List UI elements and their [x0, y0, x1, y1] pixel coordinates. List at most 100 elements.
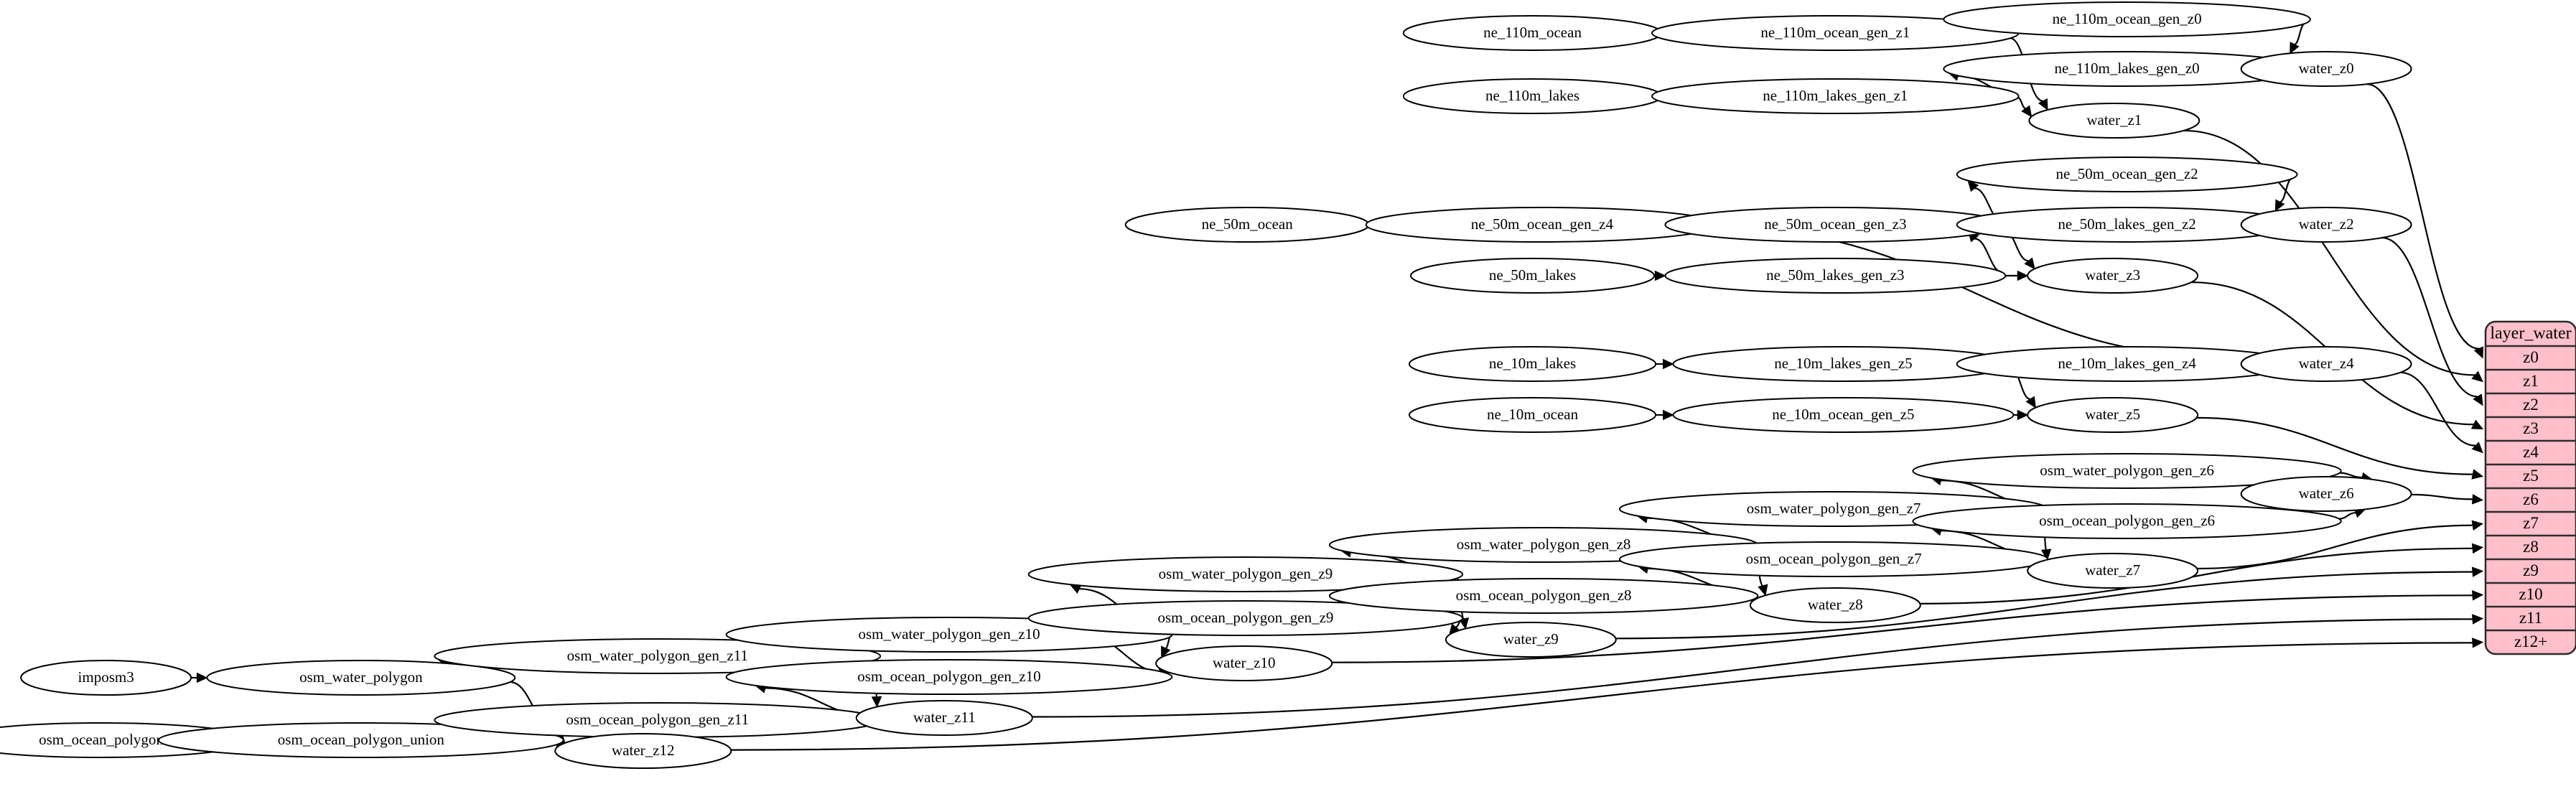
node-water_z10[interactable]: water_z10: [1155, 645, 1333, 681]
node-shape: [1664, 258, 2007, 294]
edge-ne_110m_lakes_gen_z1-to-water_z1: [2017, 97, 2026, 110]
node-osm_ocean_polygon_gen_z7[interactable]: osm_ocean_polygon_gen_z7: [1618, 541, 2049, 577]
node-shape: [2027, 258, 2199, 294]
node-osm_ocean_polygon_gen_z11[interactable]: osm_ocean_polygon_gen_z11: [434, 702, 882, 738]
node-shape: [1912, 503, 2342, 539]
arrow-head-icon: [1663, 358, 1674, 370]
node-shape: [434, 702, 882, 738]
node-ne_50m_ocean_gen_z2[interactable]: ne_50m_ocean_gen_z2: [1956, 157, 2298, 192]
node-water_z7[interactable]: water_z7: [2027, 553, 2199, 589]
edge-water_z10-to-layer_water.z10: [1332, 594, 2473, 663]
edge-water_z6-to-layer_water.z6: [2411, 493, 2473, 500]
node-shape: [1408, 397, 1657, 433]
node-water_z9[interactable]: water_z9: [1445, 622, 1617, 658]
edge-osm_water_polygon_gen_z6-to-water_z6: [2339, 472, 2363, 479]
node-ne_50m_lakes[interactable]: ne_50m_lakes: [1410, 258, 1656, 294]
node-water_z0[interactable]: water_z0: [2240, 51, 2412, 87]
node-shape: [1027, 600, 1464, 636]
node-osm_ocean_polygon_gen_z6[interactable]: osm_ocean_polygon_gen_z6: [1912, 503, 2342, 539]
node-water_z8[interactable]: water_z8: [1749, 587, 1921, 623]
edge-water_z2-to-layer_water.z2: [2381, 237, 2478, 398]
node-shape: [1912, 453, 2342, 489]
node-water_z4[interactable]: water_z4: [2240, 346, 2412, 382]
arrow-head-icon: [2471, 566, 2484, 577]
edge-water_z4-to-layer_water.z4: [2400, 371, 2476, 447]
edge-water_z9-to-layer_water.z9: [1615, 571, 2473, 640]
node-shape: [1155, 645, 1333, 681]
arrow-head-icon: [1758, 584, 1768, 597]
node-ne_10m_ocean_gen_z5[interactable]: ne_10m_ocean_gen_z5: [1672, 397, 2015, 433]
node-ne_110m_lakes_gen_z1[interactable]: ne_110m_lakes_gen_z1: [1651, 78, 2020, 114]
arrow-head-icon: [2017, 270, 2029, 281]
arrow-head-icon: [2472, 590, 2484, 601]
node-shape: [2240, 346, 2412, 382]
arrow-head-icon: [2470, 419, 2484, 430]
node-ne_50m_lakes_gen_z3[interactable]: ne_50m_lakes_gen_z3: [1664, 258, 2007, 294]
node-ne_10m_lakes[interactable]: ne_10m_lakes: [1408, 346, 1657, 382]
node-shape: [2240, 51, 2412, 87]
arrow-head-icon: [1663, 409, 1674, 421]
node-shape: [1664, 207, 2007, 243]
node-shape: [1402, 15, 1663, 51]
node-shape: [206, 660, 516, 696]
node-water_z12[interactable]: water_z12: [554, 733, 732, 769]
node-ne_10m_ocean[interactable]: ne_10m_ocean: [1408, 397, 1657, 433]
arrow-head-icon: [2471, 494, 2484, 505]
node-shape: [2240, 207, 2412, 243]
arrow-head-icon: [2290, 42, 2300, 55]
node-water_z6[interactable]: water_z6: [2240, 476, 2412, 512]
arrow-head-icon: [1161, 645, 1171, 658]
arrow-head-icon: [871, 696, 882, 708]
node-ne_110m_ocean_gen_z0[interactable]: ne_110m_ocean_gen_z0: [1943, 1, 2311, 37]
arrow-head-icon: [2040, 548, 2052, 561]
node-ne_50m_ocean_gen_z3[interactable]: ne_50m_ocean_gen_z3: [1664, 207, 2007, 243]
node-water_z2[interactable]: water_z2: [2240, 207, 2412, 243]
node-shape: [1445, 622, 1617, 658]
arrow-head-icon: [2471, 543, 2484, 554]
node-shape: [855, 700, 1033, 736]
node-shape: [1410, 258, 1656, 294]
node-shape: [1328, 578, 1759, 614]
node-shape: [1651, 78, 2020, 114]
arrow-head-icon: [2038, 98, 2048, 111]
node-osm_ocean_polygon_gen_z10[interactable]: osm_ocean_polygon_gen_z10: [725, 659, 1173, 695]
node-shape: [1672, 397, 2015, 433]
edge-osm_ocean_polygon_gen_z6-to-water_z6: [2338, 512, 2356, 520]
node-shape: [20, 660, 192, 696]
node-shape: [725, 659, 1173, 695]
node-shape: [1408, 346, 1657, 382]
node-water_z3[interactable]: water_z3: [2027, 258, 2199, 294]
node-water_z11[interactable]: water_z11: [855, 700, 1033, 736]
node-water_z1[interactable]: water_z1: [2028, 103, 2201, 139]
node-shape: [157, 722, 564, 758]
node-shape: [1027, 556, 1464, 592]
node-ne_110m_ocean[interactable]: ne_110m_ocean: [1402, 15, 1663, 51]
arrow-head-icon: [2473, 393, 2483, 406]
arrow-head-icon: [2471, 469, 2484, 480]
node-osm_ocean_polygon_gen_z8[interactable]: osm_ocean_polygon_gen_z8: [1328, 578, 1759, 614]
arrow-head-icon: [2025, 396, 2036, 408]
arrow-head-icon: [196, 672, 208, 683]
arrow-head-icon: [2471, 442, 2483, 454]
node-shape: [2028, 103, 2201, 139]
arrow-head-icon: [2473, 346, 2484, 359]
arrow-head-icon: [2472, 614, 2484, 625]
layer-water-table[interactable]: layer_waterz0z1z2z3z4z5z6z7z8z9z10z11z12…: [2484, 320, 2576, 655]
node-shape: [1402, 78, 1663, 114]
node-ne_110m_lakes[interactable]: ne_110m_lakes: [1402, 78, 1663, 114]
edge-water_z11-to-layer_water.z11: [1032, 618, 2473, 718]
node-water_z5[interactable]: water_z5: [2027, 397, 2199, 433]
edge-water_z1-to-layer_water.z1: [2183, 129, 2475, 376]
arrow-head-icon: [2274, 199, 2285, 212]
edge-water_z7-to-layer_water.z7: [2197, 524, 2473, 570]
arrow-head-icon: [1967, 179, 1979, 192]
edge-water_z0-to-layer_water.z0: [2366, 83, 2479, 350]
arrow-head-icon: [1654, 270, 1666, 281]
node-ne_50m_ocean[interactable]: ne_50m_ocean: [1124, 207, 1370, 243]
node-shape: [1943, 1, 2311, 37]
edge-water_z5-to-layer_water.z5: [2196, 416, 2473, 475]
node-shape: [1956, 157, 2298, 192]
node-imposm3[interactable]: imposm3: [20, 660, 192, 696]
